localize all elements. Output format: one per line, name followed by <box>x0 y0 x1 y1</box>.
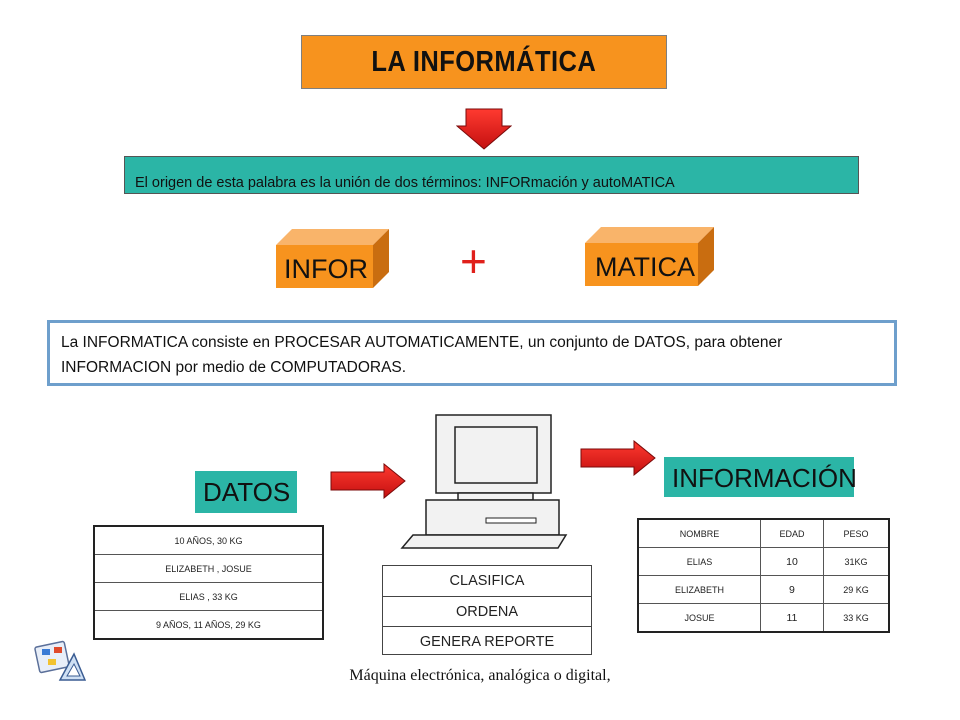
table-cell: 33 KG <box>822 603 890 633</box>
table-cell: ELIAS <box>637 547 761 576</box>
process-step-genera-reporte: GENERA REPORTE <box>383 626 591 656</box>
table-row: ELIAS , 33 KG <box>93 582 324 611</box>
table-cell: 10 AÑOS, 30 KG <box>93 525 324 555</box>
table-cell: 9 AÑOS, 11 AÑOS, 29 KG <box>93 610 324 640</box>
origin-text: El origen de esta palabra es la unión de… <box>135 175 675 191</box>
matica-block <box>585 227 714 286</box>
matica-label: MATICA <box>595 252 695 282</box>
table-row: ELIZABETH , JOSUE <box>93 554 324 583</box>
table-row: JOSUE 11 33 KG <box>637 603 890 633</box>
footer-text: Máquina electrónica, analógica o digital… <box>349 667 611 684</box>
table-cell: 31KG <box>822 547 890 576</box>
table-cell: ELIZABETH , JOSUE <box>93 554 324 583</box>
origin-box: El origen de esta palabra es la unión de… <box>124 156 859 194</box>
header-cell-peso: PESO <box>822 518 890 548</box>
header-cell-edad: EDAD <box>759 518 824 548</box>
infor-label: INFOR <box>284 254 368 284</box>
informacion-label: INFORMACIÓN <box>672 463 857 493</box>
infor-block <box>276 229 389 288</box>
plus-sign: + <box>460 235 487 287</box>
table-cell: 10 <box>759 547 824 576</box>
down-arrow-icon <box>456 108 512 150</box>
header-cell-nombre: NOMBRE <box>637 518 761 548</box>
table-cell: ELIAS , 33 KG <box>93 582 324 611</box>
right-arrow-icon <box>330 463 406 499</box>
table-header-row: NOMBRE EDAD PESO <box>637 518 890 548</box>
process-box: CLASIFICA ORDENA GENERA REPORTE <box>382 565 592 655</box>
informacion-table: NOMBRE EDAD PESO ELIAS 10 31KG ELIZABETH… <box>637 518 890 633</box>
informacion-label-box: INFORMACIÓN <box>664 457 857 497</box>
computer-icon <box>400 414 568 549</box>
table-row: ELIZABETH 9 29 KG <box>637 575 890 604</box>
table-row: ELIAS 10 31KG <box>637 547 890 576</box>
page-title: LA INFORMÁTICA <box>371 45 597 78</box>
datos-label-box: DATOS <box>195 471 297 513</box>
definition-text: La INFORMATICA consiste en PROCESAR AUTO… <box>61 334 783 376</box>
process-step-clasifica: CLASIFICA <box>449 573 525 589</box>
definition-box: La INFORMATICA consiste en PROCESAR AUTO… <box>47 320 897 386</box>
table-row: 9 AÑOS, 11 AÑOS, 29 KG <box>93 610 324 640</box>
table-cell: 29 KG <box>822 575 890 604</box>
right-arrow-icon <box>580 440 656 476</box>
title-box: LA INFORMÁTICA <box>301 35 667 89</box>
process-step-ordena: ORDENA <box>383 596 591 626</box>
table-row: 10 AÑOS, 30 KG <box>93 525 324 555</box>
table-cell: ELIZABETH <box>637 575 761 604</box>
diagram-app-icon[interactable] <box>34 636 86 682</box>
table-cell: JOSUE <box>637 603 761 633</box>
table-cell: 9 <box>759 575 824 604</box>
datos-label: DATOS <box>203 477 291 507</box>
table-cell: 11 <box>759 603 824 633</box>
datos-table: 10 AÑOS, 30 KG ELIZABETH , JOSUE ELIAS ,… <box>93 525 324 640</box>
